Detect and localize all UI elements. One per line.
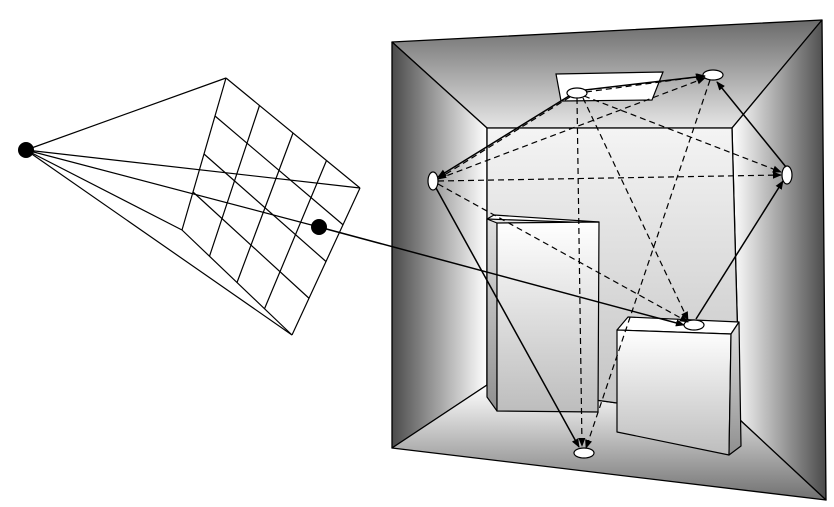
patch-floor bbox=[573, 447, 595, 459]
solid-path bbox=[437, 95, 570, 178]
solid-path bbox=[716, 81, 787, 168]
grid-line-vertical bbox=[291, 187, 361, 336]
short-box bbox=[616, 316, 742, 456]
frustum-edge-right bbox=[25, 149, 361, 189]
grid-line-vertical bbox=[263, 160, 328, 309]
grid-line-horizontal bbox=[203, 153, 327, 262]
solid-path bbox=[695, 180, 784, 320]
dashed-path bbox=[585, 79, 711, 449]
solid-path bbox=[584, 73, 706, 91]
tall-box bbox=[486, 214, 600, 413]
patch-ceiling-right bbox=[702, 69, 724, 81]
dashed-light-paths bbox=[437, 73, 782, 449]
grid-line-horizontal bbox=[181, 229, 293, 336]
frustum-edge-left bbox=[25, 149, 183, 231]
patch-right-wall bbox=[781, 165, 793, 185]
dashed-path bbox=[583, 95, 782, 173]
tall-box-front bbox=[496, 221, 600, 413]
frustum-edge-top bbox=[25, 77, 227, 151]
dashed-path bbox=[576, 97, 586, 447]
primary-ray-to-plane bbox=[25, 149, 320, 228]
solid-path bbox=[435, 187, 580, 448]
grid-line-horizontal bbox=[192, 191, 310, 299]
image-pixel-sample bbox=[311, 219, 327, 235]
eye-point bbox=[18, 142, 34, 158]
primary-ray bbox=[318, 226, 685, 327]
dashed-path bbox=[437, 183, 689, 323]
tall-box-side bbox=[486, 218, 498, 412]
frustum-edge-bottom bbox=[25, 149, 293, 336]
patch-left-wall bbox=[427, 171, 439, 191]
image-plane-grid bbox=[181, 77, 361, 336]
dashed-path bbox=[437, 171, 782, 182]
dashed-path bbox=[437, 77, 706, 180]
dashed-path bbox=[582, 97, 689, 321]
solid-light-paths bbox=[318, 73, 787, 448]
short-box-side bbox=[728, 321, 742, 456]
dashed-path bbox=[437, 96, 571, 180]
surface-patches bbox=[427, 69, 793, 459]
view-frustum bbox=[25, 77, 361, 336]
